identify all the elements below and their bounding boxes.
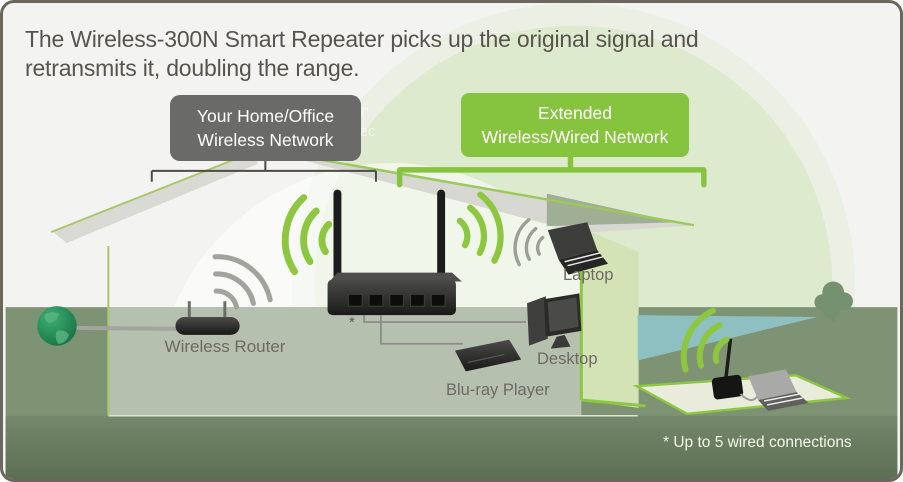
right-wall-base bbox=[581, 398, 646, 408]
home-network-line-2: Wireless Network bbox=[197, 130, 334, 150]
smart-repeater bbox=[327, 189, 462, 316]
left-roof-fill bbox=[53, 150, 258, 243]
wire-to-desktop bbox=[363, 315, 527, 323]
wireless-router-label: Wireless Router bbox=[164, 337, 286, 356]
home-network-box: Your Home/Office Wireless Network bbox=[170, 95, 361, 161]
scene-illustration bbox=[5, 3, 898, 479]
page-title: The Wireless-300N Smart Repeater picks u… bbox=[25, 25, 805, 84]
extended-network-box: Extended Wireless/Wired Network bbox=[461, 93, 689, 157]
extended-network-line-1: Extended bbox=[538, 102, 612, 123]
home-network-bracket bbox=[150, 159, 377, 182]
outdoor-laptop bbox=[748, 369, 809, 411]
left-roof-line bbox=[50, 148, 261, 234]
desktop-computer bbox=[527, 293, 582, 349]
repeater-asterisk: * bbox=[349, 314, 355, 331]
internet-globe-icon bbox=[37, 306, 77, 346]
right-roof-line bbox=[260, 147, 695, 227]
wireless-router bbox=[175, 301, 240, 335]
desktop-label: Desktop bbox=[537, 350, 598, 368]
right-wall bbox=[581, 228, 639, 408]
wire-to-bluray bbox=[380, 315, 463, 345]
extended-network-line-2: Wireless/Wired Network bbox=[481, 127, 669, 147]
bluray-player bbox=[454, 339, 522, 372]
bluray-label: Blu-ray Player bbox=[446, 381, 550, 399]
laptop-label: Laptop bbox=[563, 266, 614, 284]
internet-cable bbox=[70, 325, 184, 331]
tree-icon bbox=[814, 281, 853, 321]
outdoor-wireless-adapter bbox=[711, 338, 759, 402]
home-network-line-1: Your Home/Office bbox=[196, 105, 335, 126]
laptop bbox=[547, 222, 609, 275]
title-line-1: The Wireless-300N Smart Repeater picks u… bbox=[25, 26, 699, 52]
wired-connections-footnote: * Up to 5 wired connections bbox=[663, 434, 852, 451]
foreground-strip bbox=[5, 415, 898, 479]
extended-network-bracket bbox=[396, 152, 707, 188]
title-line-2: retransmits it, doubling the range. bbox=[25, 55, 360, 82]
